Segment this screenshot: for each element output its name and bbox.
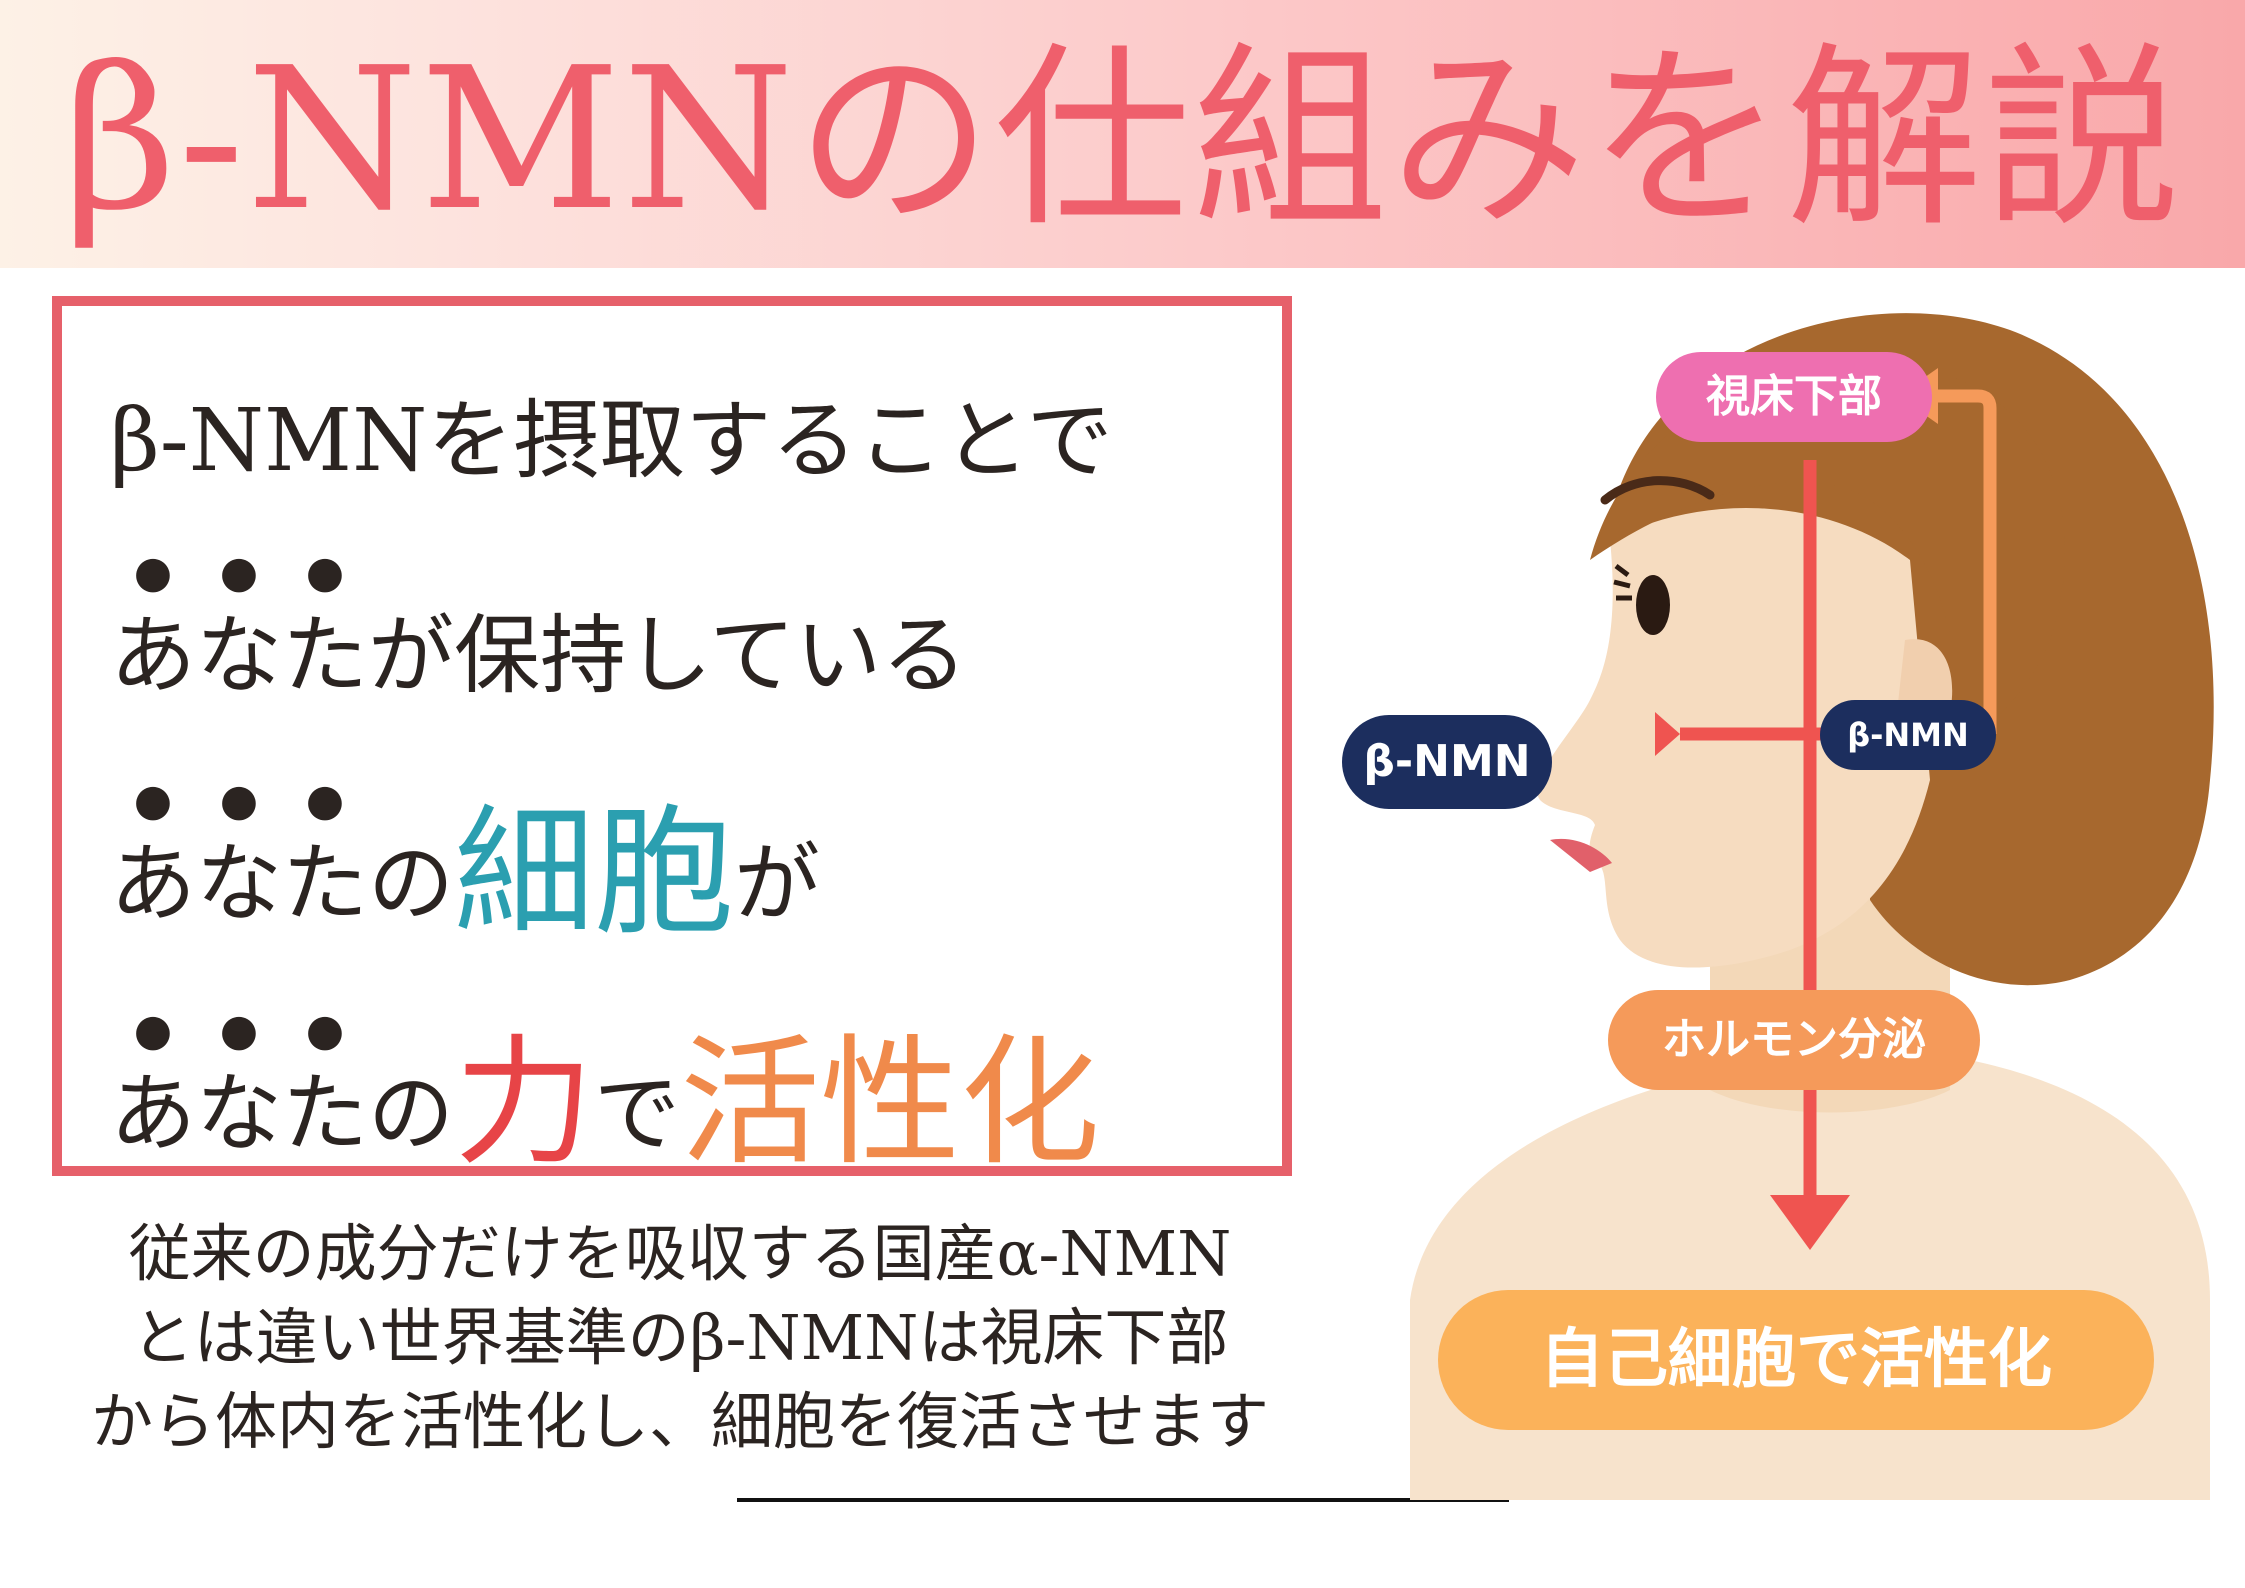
hormone-label: ホルモン分泌 (1608, 990, 1980, 1090)
description-line-2: とは違い世界基準のβ-NMNは視床下部 (131, 1301, 1229, 1374)
dotted-text: あなた (110, 606, 368, 706)
nmn-inside-label: β-NMN (1820, 700, 1996, 770)
emphasis-dotted-anata: ●●● あなた (110, 779, 368, 938)
emphasis-cell: 細胞 (454, 792, 735, 955)
eyelashes (1613, 564, 1632, 601)
message-box (52, 296, 1292, 1176)
emphasis-dots: ●●● (133, 775, 345, 826)
description-line-3: から体内を活性化し、細胞を復活させます (90, 1385, 1269, 1458)
message-line-3: ●●● あなた の細胞が (110, 760, 820, 962)
message-line-1: β-NMNを摂取することで (110, 391, 1113, 491)
description: 従来の成分だけを吸収する国産α-NMN とは違い世界基準のβ-NMNは視床下部 … (30, 1212, 1330, 1464)
line-text: の (368, 1064, 454, 1164)
emphasis-activation: 活性化 (680, 1022, 1101, 1185)
line-text: が保持している (368, 606, 968, 706)
mouth (1550, 838, 1612, 872)
message-line-2: ●●● あなた が保持している (110, 551, 968, 710)
hypothalamus-label: 視床下部 (1656, 352, 1932, 442)
line-text: が (734, 834, 821, 934)
emphasis-dotted-anata: ●●● あなた (110, 551, 368, 710)
message-line-4: ●●● あなた の力で活性化 (110, 990, 1100, 1192)
emphasis-dotted-anata: ●●● あなた (110, 1009, 368, 1168)
dotted-text: あなた (110, 1064, 368, 1164)
dotted-text: あなた (110, 834, 368, 934)
underline-rule (737, 1498, 1509, 1502)
line-text: の (368, 834, 454, 934)
result-label: 自己細胞で活性化 (1438, 1290, 2154, 1430)
emphasis-dots: ●●● (133, 1005, 345, 1056)
mouth-marker (1655, 712, 1680, 756)
hair-front (1590, 363, 2065, 750)
head-diagram: 視床下部 β-NMN β-NMN ホルモン分泌 自己細胞で活性化 (1342, 260, 2230, 1500)
title-banner: β-NMNの仕組みを解説 (0, 0, 2245, 268)
description-line-1: 従来の成分だけを吸収する国産α-NMN (128, 1217, 1232, 1290)
emphasis-dots: ●●● (133, 547, 345, 598)
down-arrow-head (1770, 1195, 1850, 1250)
page-title: β-NMNの仕組みを解説 (62, 26, 2183, 254)
eye (1636, 575, 1670, 635)
line-text: で (594, 1064, 681, 1164)
hypothalamus-return-line (1930, 389, 1997, 734)
nmn-outside-label: β-NMN (1342, 715, 1552, 809)
emphasis-power: 力 (454, 1022, 595, 1185)
eyebrow (1600, 476, 1715, 505)
